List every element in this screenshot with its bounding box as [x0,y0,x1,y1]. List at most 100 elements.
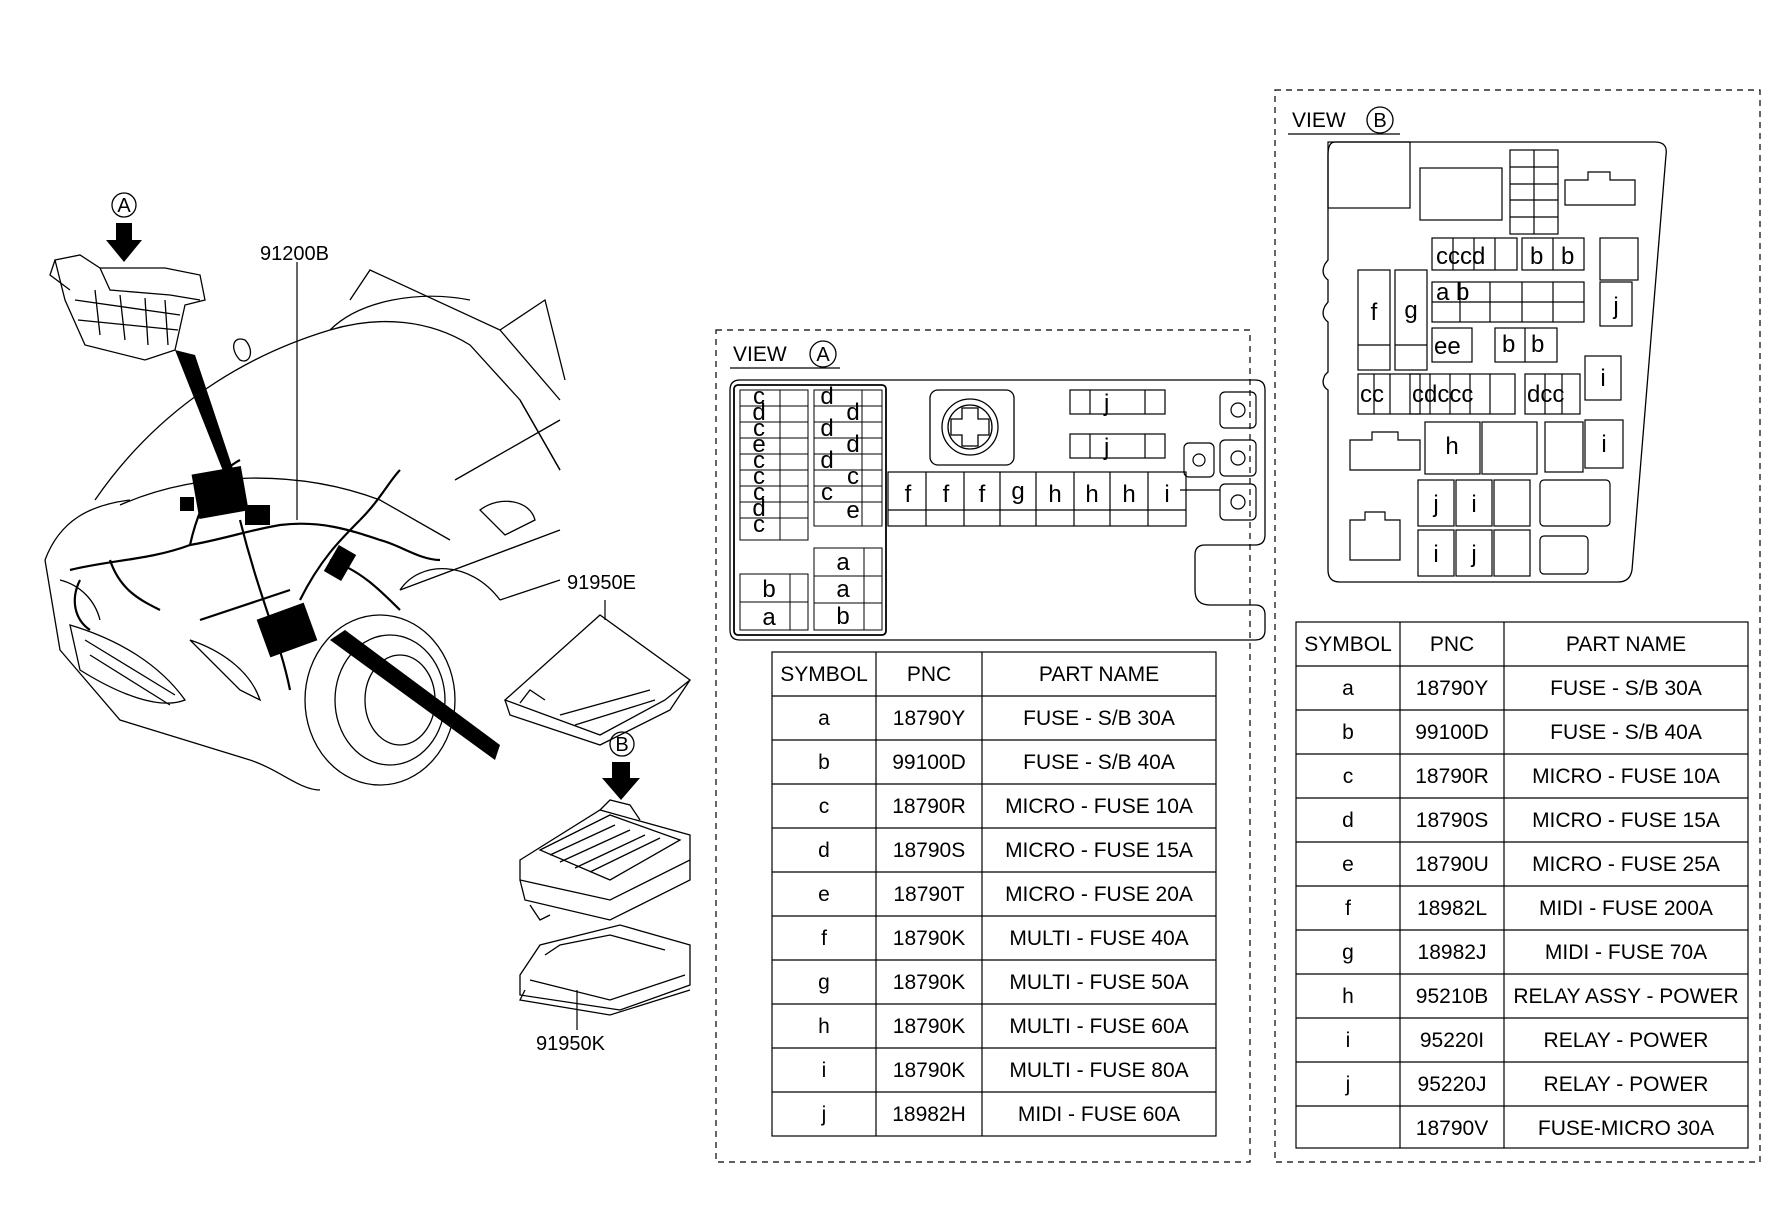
view-b-table-cell: 18982J [1418,941,1487,964]
view-b-table-cell: 95220J [1418,1073,1487,1096]
view-b-table-cell: 18790S [1416,809,1488,832]
callout-a: A [106,192,142,262]
view-a-left-slot: c [753,383,765,410]
view-b-slot: b [1531,331,1544,358]
view-a-bm-slot: b [836,603,849,630]
view-a-table-cell: MULTI - FUSE 50A [1009,971,1188,994]
callout-b: B [602,731,640,800]
view-a-table-cell: 18790K [893,1015,965,1038]
car-illustration [44,269,566,791]
leader-wedge-a [175,350,235,476]
view-b-table-text: SYMBOL PNC PART NAME a 18790Y FUSE - S/B 30A b… [1304,633,1738,1140]
harness-components [180,465,357,658]
view-a-bm-slot: a [836,549,850,576]
view-b-table-cell: 18790Y [1416,677,1488,700]
view-b-slot: i [1600,365,1605,392]
view-b-panel: VIEW B [1274,89,1761,1163]
view-a-j-slots [1069,389,1166,459]
view-a-fuse-slot: i [1164,481,1169,508]
view-a-table-cell: a [818,707,830,730]
view-b-table-cell: 18790V [1416,1117,1488,1140]
view-b-table-cell: c [1343,765,1354,788]
view-b-slots-outline [1327,141,1639,577]
view-a-left-slot: d [752,495,765,522]
view-a-mid-slot: d [820,447,833,474]
view-a-left-column: c d c e c c c d c [739,383,809,541]
part-number-cover: 91950E [567,572,636,594]
view-b-table-cell: a [1342,677,1354,700]
view-a-table-cell: 18790S [893,839,965,862]
view-a-table-cell: h [818,1015,830,1038]
view-b-table-header: PART NAME [1566,633,1686,656]
view-a-table-cell: e [818,883,830,906]
view-a-table-cell: MULTI - FUSE 60A [1009,1015,1188,1038]
view-a-table-cell: i [822,1059,827,1082]
view-b-table-cell: MIDI - FUSE 70A [1545,941,1707,964]
view-a-table-cell: g [818,971,830,994]
view-a-table-cell: f [821,927,827,950]
view-b-slot: dcc [1527,381,1564,408]
part-number-harness: 91200B [260,243,329,265]
view-a-table-cell: FUSE - S/B 30A [1023,707,1175,730]
view-a-left-slot: c [753,511,765,538]
view-b-slot-labels: cccd b b f g a b j ee b b i cc cdccc dcc… [1360,243,1619,568]
view-a-table-cell: 18790Y [893,707,965,730]
view-b-table-cell: 95210B [1416,985,1488,1008]
view-a-left-slot: d [752,399,765,426]
view-a-table-cell: MULTI - FUSE 80A [1009,1059,1188,1082]
view-b-slot: b [1530,243,1543,270]
view-b-table-cell: e [1342,853,1354,876]
view-a-table-cell: c [819,795,830,818]
view-a-multi-fuse-row [887,471,1187,527]
view-b-table-header: SYMBOL [1304,633,1392,656]
view-a-table-header: PNC [907,663,951,686]
view-a-fuse-slot: h [1122,481,1135,508]
view-a-table-cell: 18790K [893,971,965,994]
view-b-table [1295,621,1749,1149]
view-b-table-header: PNC [1430,633,1474,656]
view-b-slot: b [1561,243,1574,270]
view-a-panel: VIEW A c d c e c c c d c [715,329,1266,1163]
view-a-left-slot: e [752,431,765,458]
view-a-bottom-mid: a a b [813,547,883,631]
view-b-slot: b [1502,331,1515,358]
view-b-table-cell: FUSE-MICRO 30A [1538,1117,1714,1140]
view-a-j-slot: j [1103,434,1109,461]
view-b-marker: B [1373,110,1386,132]
view-b-table-cell: 95220I [1420,1029,1484,1052]
callout-b-label: B [615,734,628,756]
wiring-harness [69,459,441,691]
view-b-table-cell: g [1342,941,1354,964]
view-a-left-slot: c [753,447,765,474]
view-a-mid-slot: d [846,399,859,426]
view-b-slot: g [1404,297,1417,324]
view-a-fuse-slot: h [1048,481,1061,508]
view-b-table-cell: RELAY ASSY - POWER [1513,985,1738,1008]
view-b-table-cell: b [1342,721,1354,744]
view-a-table-cell: FUSE - S/B 40A [1023,751,1175,774]
view-b-slot: i [1433,541,1438,568]
view-a-box-outline [729,379,1266,641]
view-b-slot: i [1601,431,1606,458]
view-b-table-cell: RELAY - POWER [1544,1073,1709,1096]
view-a-mid-slot: c [821,479,833,506]
view-a-table-cell: 18982H [892,1103,966,1126]
view-b-slot: cdccc [1412,381,1473,408]
view-b-table-cell: 99100D [1415,721,1489,744]
view-a-table-cell: 18790R [892,795,966,818]
view-b-slot: j [1432,491,1438,518]
view-b-table-cell: FUSE - S/B 30A [1550,677,1702,700]
view-a-table-cell: j [821,1103,827,1126]
view-b-slot: i [1471,491,1476,518]
fuse-box-cover [503,614,692,746]
view-b-table-cell: MICRO - FUSE 25A [1532,853,1720,876]
view-b-slot: a b [1436,279,1469,306]
view-a-j-slot: j [1103,390,1109,417]
view-b-table-cell: i [1346,1029,1351,1052]
view-a-table-cell: MULTI - FUSE 40A [1009,927,1188,950]
view-a-table-cell: MICRO - FUSE 10A [1005,795,1193,818]
view-b-table-cell: FUSE - S/B 40A [1550,721,1702,744]
view-a-table-cell: d [818,839,830,862]
fuse-box-b [519,799,691,921]
